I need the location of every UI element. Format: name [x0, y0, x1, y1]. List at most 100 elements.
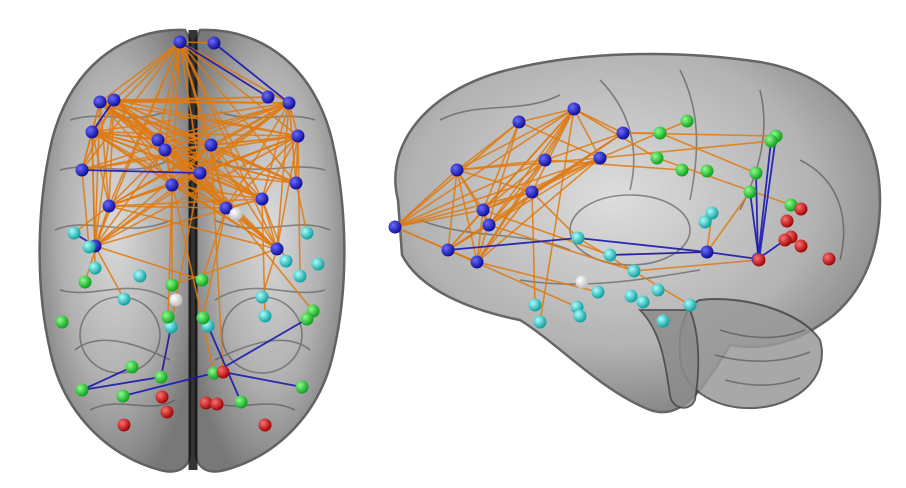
cyan-node [533, 315, 547, 329]
blue-node [289, 176, 303, 190]
orange-edge [210, 144, 297, 184]
red-node [822, 252, 836, 266]
orange-edge [488, 108, 575, 226]
green-node [784, 198, 798, 212]
red-node [210, 397, 224, 411]
white-node [229, 207, 243, 221]
green-node [116, 389, 130, 403]
cyan-node [300, 226, 314, 240]
cyan-node [164, 320, 178, 334]
green-node [749, 166, 763, 180]
green-node [234, 395, 248, 409]
red-node [117, 418, 131, 432]
orange-edge [482, 209, 611, 256]
orange-edge [531, 191, 536, 306]
orange-edge [108, 184, 173, 207]
orange-edge [199, 172, 314, 312]
blue-node [204, 138, 218, 152]
orange-edge [171, 184, 263, 200]
orange-edge [81, 135, 299, 171]
orange-edge [94, 198, 263, 247]
sagittal-edges [394, 108, 792, 323]
red-node [258, 418, 272, 432]
orange-edge [94, 101, 101, 247]
orange-edge [113, 41, 181, 101]
white-node [169, 293, 183, 307]
blue-edge [757, 140, 772, 260]
blue-edge [749, 191, 760, 261]
green-node [743, 185, 757, 199]
orange-edge [599, 140, 772, 159]
orange-edge [456, 169, 533, 193]
cyan-node [705, 206, 719, 220]
blue-edge [160, 326, 172, 378]
green-node [78, 275, 92, 289]
orange-edge [394, 157, 601, 228]
orange-edge [288, 102, 297, 184]
green-node [764, 134, 778, 148]
green-node [55, 315, 69, 329]
orange-edge [531, 191, 579, 239]
blue-node [219, 201, 233, 215]
orange-edge [108, 144, 212, 207]
orange-edge [261, 135, 299, 200]
orange-edge [544, 132, 624, 161]
blue-edge [706, 251, 759, 260]
blue-node [93, 95, 107, 109]
axial-sulci [54, 111, 331, 411]
cyan-node [636, 295, 650, 309]
blue-node [151, 133, 165, 147]
blue-node [291, 129, 305, 143]
cyan-node [528, 298, 542, 312]
orange-edge [456, 108, 575, 171]
blue-node [616, 126, 630, 140]
blue-node [75, 163, 89, 177]
green-node [675, 163, 689, 177]
red-node [160, 405, 174, 419]
orange-edge [91, 102, 290, 133]
green-node [154, 370, 168, 384]
orange-edge [94, 172, 201, 247]
cyan-node [656, 314, 670, 328]
white-node [575, 275, 589, 289]
orange-edge [488, 159, 546, 226]
orange-edge [210, 144, 224, 373]
orange-edge [518, 121, 601, 159]
orange-edge [99, 41, 181, 103]
green-node [653, 126, 667, 140]
orange-edge [394, 169, 458, 228]
orange-edge [94, 245, 125, 300]
orange-edge [179, 41, 297, 184]
blue-node [270, 242, 284, 256]
orange-edge [706, 191, 751, 253]
orange-edge [113, 99, 173, 186]
red-node [794, 239, 808, 253]
blue-edge [81, 376, 162, 391]
orange-edge [81, 131, 93, 171]
orange-edge [276, 135, 299, 250]
orange-edge [94, 144, 212, 247]
blue-node [700, 245, 714, 259]
cyan-node [603, 248, 617, 262]
sagittal-brain-panel [388, 52, 882, 414]
red-node [216, 365, 230, 379]
orange-edge [447, 169, 458, 251]
blue-node [593, 151, 607, 165]
orange-edge [94, 245, 203, 281]
orange-edge [201, 207, 227, 281]
orange-edge [108, 205, 278, 250]
cyan-node [67, 226, 81, 240]
orange-edge [447, 157, 601, 251]
cyan-node [651, 283, 665, 297]
blue-node [165, 178, 179, 192]
blue-node [85, 125, 99, 139]
orange-edge [295, 182, 308, 234]
green-node [650, 151, 664, 165]
orange-edge [164, 149, 297, 184]
orange-edge [108, 198, 263, 207]
blue-edge [207, 325, 242, 403]
cyan-node [117, 292, 131, 306]
sagittal-sulci [419, 69, 845, 386]
blue-node [482, 218, 496, 232]
